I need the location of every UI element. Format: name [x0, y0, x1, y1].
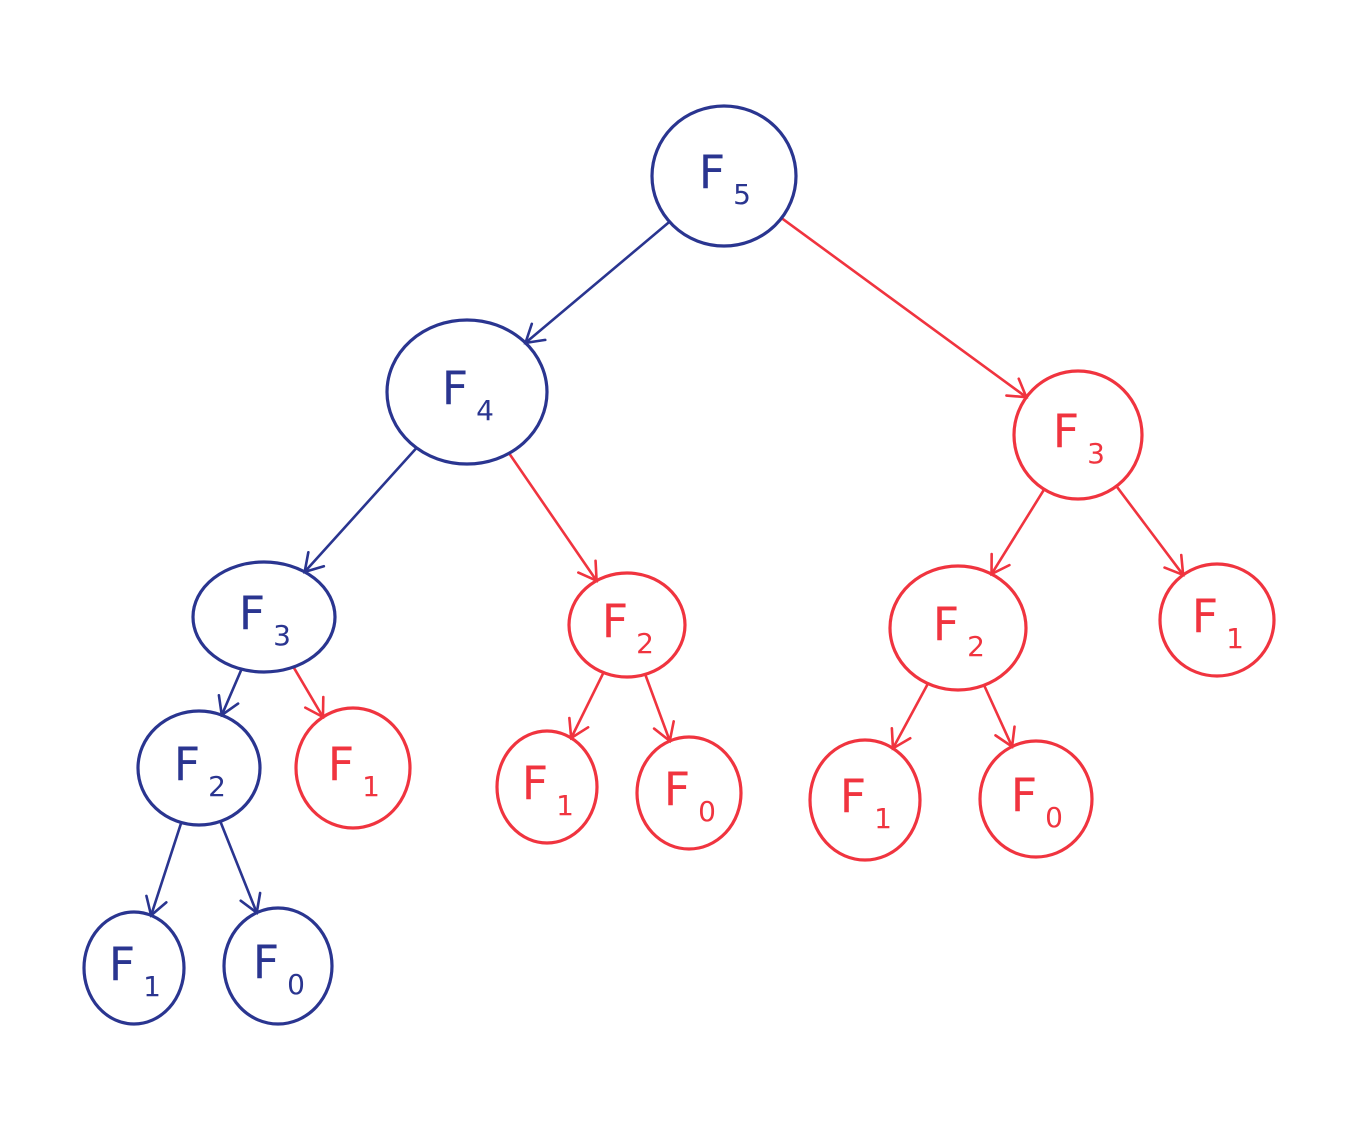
edge-line: [524, 220, 671, 345]
node-circle: [1158, 562, 1276, 678]
edge-line: [292, 665, 325, 719]
edge-n2-n5: [507, 451, 599, 583]
node-circle: [808, 738, 922, 862]
node-label: F: [239, 586, 265, 640]
node-circle: [888, 564, 1028, 692]
node-circle: [191, 560, 337, 674]
node-circle: [222, 906, 334, 1026]
node-subscript: 2: [208, 770, 226, 803]
node-subscript: 2: [636, 627, 654, 660]
node-circle: [978, 739, 1094, 859]
node-circle: [567, 571, 687, 679]
edge-n1-n2: [523, 220, 671, 345]
node-circle: [385, 318, 549, 466]
node-subscript: 2: [967, 630, 985, 663]
node-subscript: 0: [287, 968, 305, 1001]
edge-line: [1115, 484, 1185, 577]
node-subscript: 3: [273, 619, 291, 652]
node-circle: [495, 729, 599, 845]
node-circle: [136, 709, 262, 827]
edge-line: [780, 216, 1028, 399]
edge-line: [219, 820, 259, 914]
node-subscript: 1: [143, 970, 161, 1003]
node-label: F: [602, 594, 628, 648]
node-label: F: [253, 935, 279, 989]
node-label: F: [1192, 589, 1218, 643]
node-subscript: 1: [556, 789, 574, 822]
edge-line: [507, 451, 598, 583]
node-circle: [294, 706, 412, 830]
node-subscript: 4: [476, 394, 494, 427]
edge-n8-n15: [219, 820, 262, 915]
edge-n6-n13: [982, 683, 1016, 749]
node-label: F: [442, 361, 468, 415]
edge-n6-n12: [890, 682, 930, 751]
node-label: F: [328, 737, 354, 791]
node-circle: [635, 735, 743, 851]
node-circle: [1012, 369, 1144, 501]
edge-n5-n10: [568, 671, 605, 741]
node-subscript: 3: [1087, 437, 1105, 470]
edge-n2-n4: [303, 446, 418, 574]
edge-line: [982, 683, 1014, 748]
edge-n4-n9: [292, 665, 325, 720]
node-subscript: 5: [733, 178, 751, 211]
edge-n3-n6: [990, 488, 1046, 577]
edge-n4-n8: [217, 667, 243, 718]
node-label: F: [840, 769, 866, 823]
node-label: F: [109, 937, 135, 991]
edge-n3-n7: [1115, 484, 1185, 577]
node-label: F: [1011, 768, 1037, 822]
node-label: F: [174, 737, 200, 791]
node-circle: [650, 104, 798, 248]
edge-line: [569, 671, 605, 740]
edge-line: [149, 821, 183, 917]
node-label: F: [1053, 404, 1079, 458]
node-label: F: [522, 756, 548, 810]
edges-layer: [145, 216, 1185, 918]
edge-line: [220, 667, 243, 717]
edge-n5-n11: [643, 673, 675, 744]
node-subscript: 1: [362, 770, 380, 803]
edge-n8-n14: [145, 821, 183, 918]
node-label: F: [699, 145, 725, 199]
node-label: F: [933, 597, 959, 651]
node-subscript: 1: [1226, 622, 1244, 655]
node-label: F: [664, 762, 690, 816]
node-subscript: 0: [698, 795, 716, 828]
edge-line: [891, 682, 930, 750]
node-circle: [82, 910, 186, 1026]
edge-line: [643, 673, 672, 743]
node-subscript: 1: [874, 802, 892, 835]
edge-n1-n3: [780, 216, 1029, 399]
edge-line: [303, 446, 418, 574]
node-subscript: 0: [1045, 801, 1063, 834]
edge-line: [990, 488, 1046, 576]
